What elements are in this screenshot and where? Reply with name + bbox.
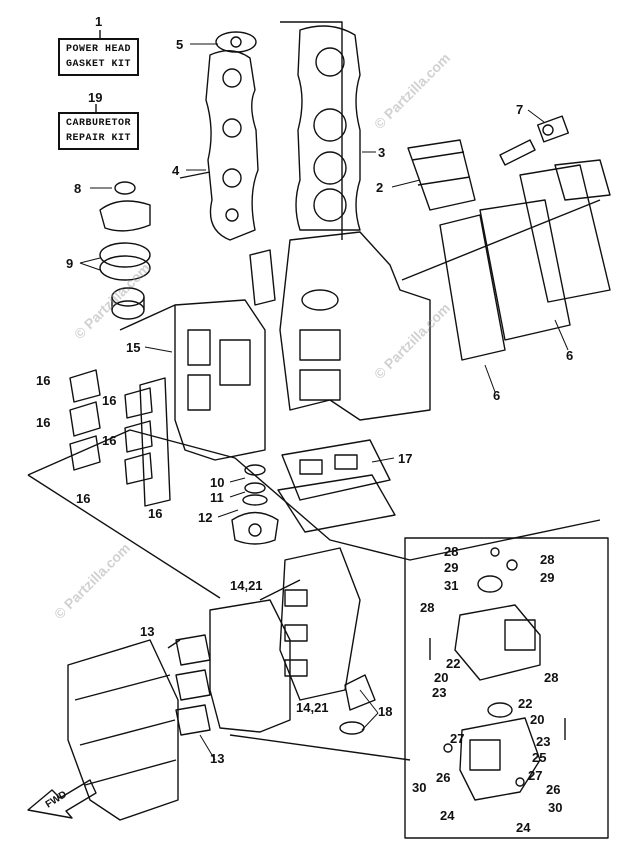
callout-label: 12: [198, 510, 212, 525]
callout-label: 23: [536, 734, 550, 749]
callout-label: 6: [493, 388, 500, 403]
fwd-label: FWD: [44, 789, 69, 810]
callout-label: 5: [176, 37, 183, 52]
callout-label: 16: [102, 393, 116, 408]
kit-line: GASKET KIT: [66, 59, 132, 70]
kit-line: REPAIR KIT: [66, 133, 132, 144]
callout-label: 16: [148, 506, 162, 521]
watermark: © Partzilla.com: [71, 260, 153, 342]
callout-label: 17: [398, 451, 412, 466]
callout-label: 31: [444, 578, 458, 593]
callout-label: 30: [412, 780, 426, 795]
callout-label: 16: [102, 433, 116, 448]
kit-number-carburetor: 19: [88, 90, 103, 105]
callout-label: 2: [376, 180, 383, 195]
callout-label: 22: [518, 696, 532, 711]
callout-label: 18: [378, 704, 392, 719]
power-head-gasket-kit-box: POWER HEAD GASKET KIT: [58, 38, 140, 76]
carburetor-repair-kit-box: CARBURETOR REPAIR KIT: [58, 112, 140, 150]
callout-label: 6: [566, 348, 573, 363]
callout-label: 26: [436, 770, 450, 785]
callout-label: 13: [140, 624, 154, 639]
callout-label: 28: [544, 670, 558, 685]
callout-label: 16: [36, 415, 50, 430]
callout-label: 28: [420, 600, 434, 615]
callout-label: 24: [440, 808, 455, 823]
callout-label: 13: [210, 751, 224, 766]
callout-label: 10: [210, 475, 224, 490]
callout-label: 25: [532, 750, 546, 765]
callout-label: 27: [450, 731, 464, 746]
watermark: © Partzilla.com: [371, 50, 453, 132]
callout-label: 29: [444, 560, 458, 575]
callout-label: 4: [172, 163, 180, 178]
callout-label: 24: [516, 820, 531, 835]
callout-label: 16: [76, 491, 90, 506]
callout-label: 16: [36, 373, 50, 388]
callout-label: 29: [540, 570, 554, 585]
kit-line: POWER HEAD: [66, 44, 132, 55]
callout-label: 28: [444, 544, 458, 559]
callout-label: 23: [432, 685, 446, 700]
kit-line: CARBURETOR: [66, 118, 132, 129]
callout-label: 8: [74, 181, 81, 196]
callout-label: 9: [66, 256, 73, 271]
kit-number-power-head: 1: [95, 14, 103, 29]
callout-label: 27: [528, 768, 542, 783]
callout-label: 11: [210, 490, 224, 505]
callout-label: 26: [546, 782, 560, 797]
callout-label: 7: [516, 102, 523, 117]
watermark: © Partzilla.com: [51, 540, 133, 622]
callout-label: 15: [126, 340, 140, 355]
watermark: © Partzilla.com: [371, 300, 453, 382]
callout-label: 14,21: [296, 700, 329, 715]
callout-label: 14,21: [230, 578, 263, 593]
callout-label: 22: [446, 656, 460, 671]
callout-label: 20: [530, 712, 544, 727]
callout-label: 20: [434, 670, 448, 685]
callout-label: 28: [540, 552, 554, 567]
callout-label: 30: [548, 800, 562, 815]
callout-label: 3: [378, 145, 385, 160]
